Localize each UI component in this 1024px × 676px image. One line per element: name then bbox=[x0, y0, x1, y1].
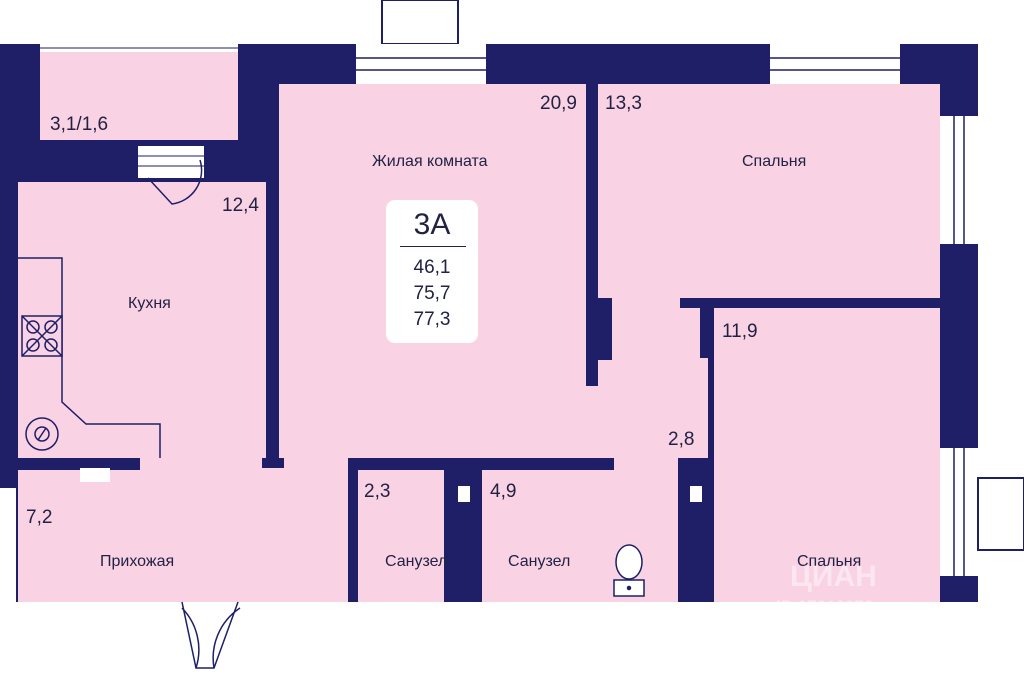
apartment-type: 3А bbox=[413, 208, 451, 241]
bedroom-2-floor bbox=[714, 308, 940, 602]
corridor-area: 2,8 bbox=[668, 429, 695, 450]
sink-icon bbox=[25, 417, 59, 451]
stove-icon bbox=[21, 315, 63, 357]
bathroom-1-floor bbox=[358, 470, 444, 602]
bedroom-1-name: Спальня bbox=[742, 153, 807, 170]
bathroom-2-name: Санузел bbox=[508, 553, 571, 570]
kitchen-name: Кухня bbox=[128, 295, 171, 312]
living-area-value: 46,1 bbox=[413, 257, 451, 278]
hallway-floor bbox=[18, 470, 348, 602]
windows bbox=[40, 0, 1024, 576]
hallway-name: Прихожая bbox=[100, 553, 175, 570]
balcony-floor bbox=[40, 52, 238, 140]
kitchen-area: 12,4 bbox=[222, 195, 259, 216]
kitchen-counter bbox=[18, 257, 161, 458]
corridor-floor-3 bbox=[610, 458, 680, 478]
bathroom-1-name: Санузел bbox=[385, 553, 448, 570]
bedroom-2-name: Спальня bbox=[797, 553, 862, 570]
watermark-id: ID 17916370 bbox=[776, 597, 874, 616]
living-room-name: Жилая комната bbox=[372, 153, 488, 170]
bathroom-2-area: 4,9 bbox=[490, 481, 517, 502]
total-area-with-balcony-value: 77,3 bbox=[413, 309, 451, 330]
hallway-area: 7,2 bbox=[26, 507, 53, 528]
doors bbox=[147, 159, 256, 669]
balcony-area: 3,1/1,6 bbox=[50, 114, 109, 135]
total-area-value: 75,7 bbox=[413, 283, 451, 304]
bathroom-1-area: 2,3 bbox=[364, 481, 391, 502]
bedroom-2-area: 11,9 bbox=[722, 321, 758, 342]
card-divider bbox=[400, 246, 466, 247]
bedroom-1-area: 13,3 bbox=[605, 93, 642, 114]
toilet-icon bbox=[613, 544, 645, 597]
bedroom-1-floor bbox=[598, 84, 940, 298]
living-room-area: 20,9 bbox=[540, 93, 577, 114]
corridor-floor-2 bbox=[610, 298, 708, 460]
watermark-brand: ЦИАН bbox=[790, 560, 877, 593]
bathroom-2-floor bbox=[482, 470, 678, 602]
apartment-info-card: 3А 46,1 75,7 77,3 bbox=[386, 200, 478, 343]
